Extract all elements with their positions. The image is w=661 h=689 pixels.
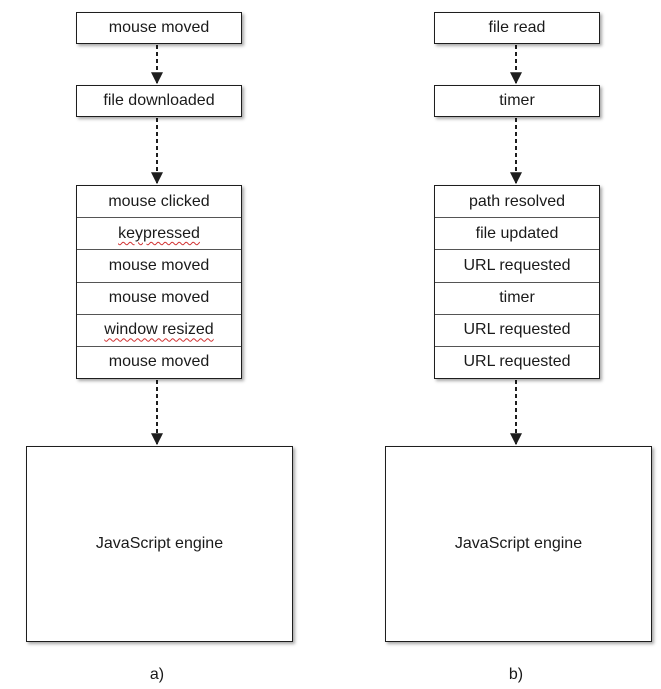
a-queue-item: mouse clicked <box>77 186 241 219</box>
a-queue-item: mouse moved <box>108 353 210 371</box>
b-event-queue: path resolved file updated URL requested… <box>434 185 600 379</box>
b-queue-item: URL requested <box>435 250 599 283</box>
a-event-queue: mouse clicked keypressed mouse moved mou… <box>76 185 242 379</box>
a-event-label: mouse moved <box>108 19 210 36</box>
b-event-timer-box: timer <box>434 85 600 117</box>
a-queue-item: mouse moved <box>77 250 241 283</box>
b-caption: b) <box>508 666 524 683</box>
b-queue-item: timer <box>435 283 599 315</box>
a-event-label: file downloaded <box>103 92 215 109</box>
a-javascript-engine-box: JavaScript engine <box>26 446 293 642</box>
a-caption: a) <box>149 666 165 683</box>
b-event-file-read-box: file read <box>434 12 600 44</box>
a-engine-label: JavaScript engine <box>95 535 224 552</box>
b-queue-item: URL requested <box>463 353 571 371</box>
a-queue-item: keypressed <box>77 218 241 251</box>
b-queue-item: path resolved <box>435 186 599 219</box>
b-queue-item: URL requested <box>435 315 599 347</box>
a-queue-item: window resized <box>77 315 241 347</box>
b-event-label: file read <box>488 19 546 36</box>
b-queue-item: file updated <box>435 218 599 251</box>
b-event-label: timer <box>499 92 535 109</box>
b-javascript-engine-box: JavaScript engine <box>385 446 652 642</box>
b-engine-label: JavaScript engine <box>454 535 583 552</box>
a-event-mouse-moved-box: mouse moved <box>76 12 242 44</box>
a-queue-item: mouse moved <box>77 283 241 315</box>
a-event-file-downloaded-box: file downloaded <box>76 85 242 117</box>
